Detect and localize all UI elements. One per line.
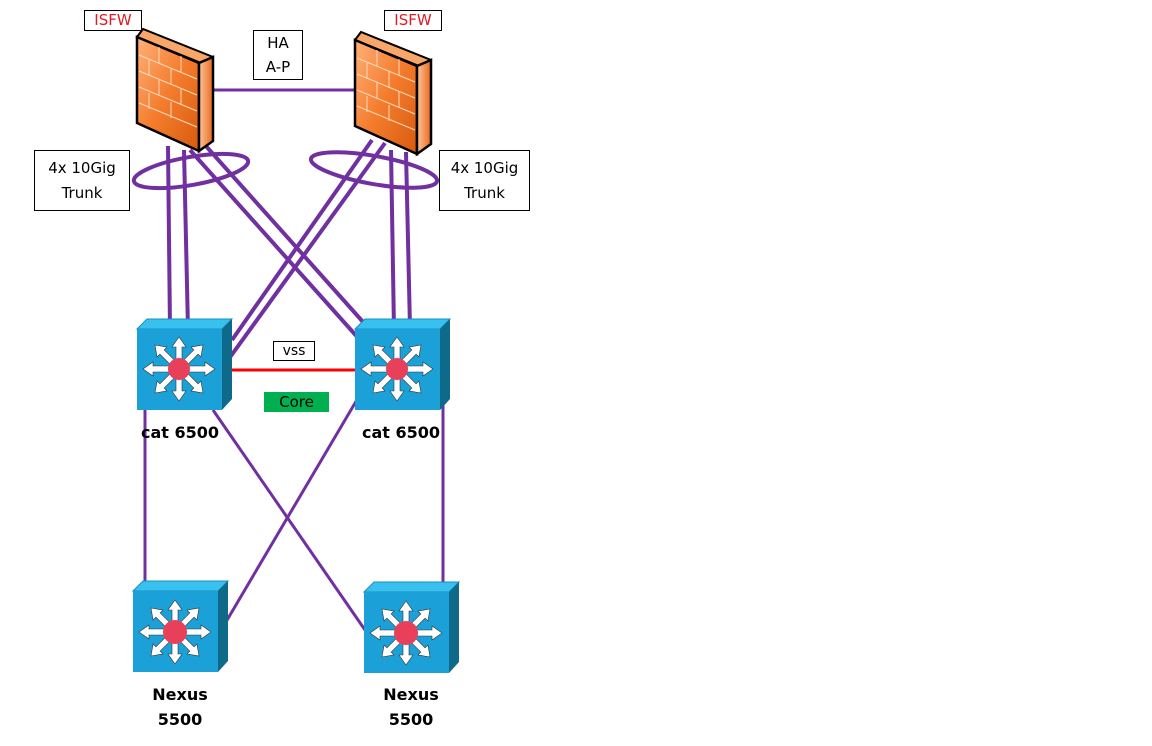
links-layer <box>131 88 445 633</box>
trunk-link <box>230 138 374 342</box>
trunk-label-right: 4x 10Gig Trunk <box>439 150 530 211</box>
trunk-link <box>389 149 396 331</box>
trunk-link <box>226 141 387 362</box>
vss-label: vss <box>273 341 315 361</box>
firewall-icon <box>135 27 215 154</box>
device-label-line2: 5500 <box>388 710 434 729</box>
trunk-label-line1: 4x 10Gig <box>450 159 519 177</box>
access-link <box>218 397 360 633</box>
layer3-switch-icon <box>353 318 452 410</box>
firewall-icon <box>353 30 433 157</box>
trunk-label-left: 4x 10Gig Trunk <box>34 150 130 211</box>
trunk-link <box>404 151 412 329</box>
ha-label: HA A-P <box>253 30 303 80</box>
access-link <box>211 409 367 631</box>
trunk-link <box>203 143 374 334</box>
trunk-label-line2: Trunk <box>464 184 505 202</box>
trunk-bundle-ring-left <box>131 151 251 191</box>
trunk-link <box>182 149 190 331</box>
trunk-label-line2: Trunk <box>61 184 103 202</box>
trunk-label-line1: 4x 10Gig <box>48 159 116 177</box>
layer3-switch-icon <box>135 318 234 410</box>
device-label: Nexus 5500 <box>130 682 230 732</box>
device-label: cat 6500 <box>361 423 441 442</box>
core-badge: Core <box>264 392 329 412</box>
device-label: cat 6500 <box>140 423 220 442</box>
device-label-line1: Nexus <box>383 685 439 704</box>
firewall-label: ISFW <box>84 10 142 31</box>
ha-label-line1: HA <box>267 34 289 52</box>
layer3-switch-icon <box>362 581 461 673</box>
trunk-bundle-ring-right <box>308 150 440 190</box>
trunk-link <box>188 148 362 342</box>
trunk-link <box>166 145 172 331</box>
device-label-line1: Nexus <box>152 685 208 704</box>
ha-label-line2: A-P <box>265 58 291 76</box>
firewall-label: ISFW <box>384 10 442 31</box>
device-label: Nexus 5500 <box>361 682 461 732</box>
layer3-switch-icon <box>131 580 230 672</box>
device-label-line2: 5500 <box>157 710 203 729</box>
